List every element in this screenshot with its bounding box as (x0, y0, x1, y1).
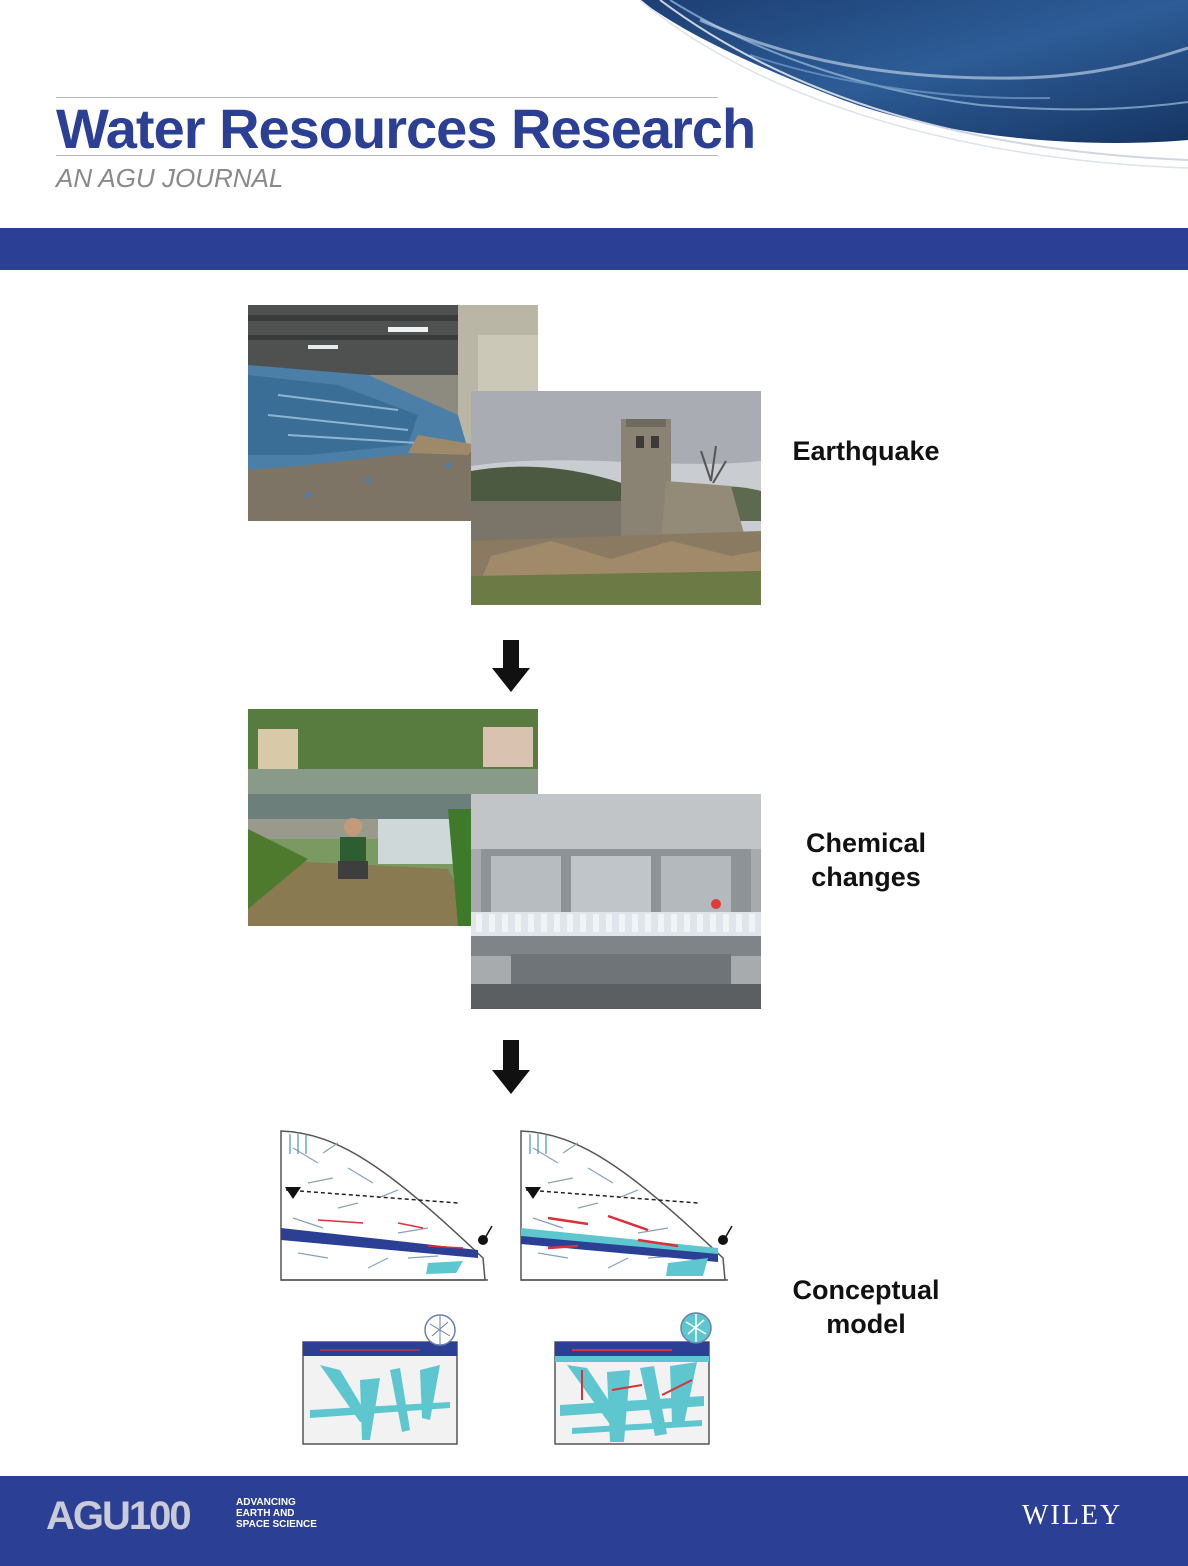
water-table-marker-icon (525, 1187, 541, 1199)
destroyed-church-photo (471, 391, 761, 605)
fracture-network-after (554, 1312, 712, 1445)
title-rule-top (56, 97, 718, 98)
ocean-waves-banner (639, 0, 1188, 169)
journal-subtitle: AN AGU JOURNAL (56, 163, 284, 193)
step-label-conceptual-model: Conceptual model (792, 1275, 940, 1339)
step-label-earthquake: Earthquake (792, 436, 940, 466)
down-arrow-icon (492, 1040, 530, 1094)
aquifer-cross-section-after (520, 1130, 733, 1281)
bottling-plant-photo (471, 794, 761, 1009)
journal-title: Water Resources Research (56, 97, 756, 160)
title-rule-bottom (56, 155, 718, 156)
publisher-logo: WILEY (1022, 1500, 1123, 1531)
fracture-network-before (302, 1314, 458, 1445)
agu-logo: AGU100 (46, 1494, 192, 1538)
aquifer-cross-section-before (280, 1130, 493, 1281)
header-band (0, 228, 1188, 270)
step-label-chemical-changes: Chemical changes (805, 828, 927, 892)
footer-band (0, 1476, 1188, 1566)
down-arrow-icon (492, 640, 530, 692)
spring-sampling-photo (248, 709, 538, 926)
agu-tagline: ADVANCING EARTH AND SPACE SCIENCE (236, 1497, 317, 1530)
water-table-marker-icon (285, 1187, 301, 1199)
